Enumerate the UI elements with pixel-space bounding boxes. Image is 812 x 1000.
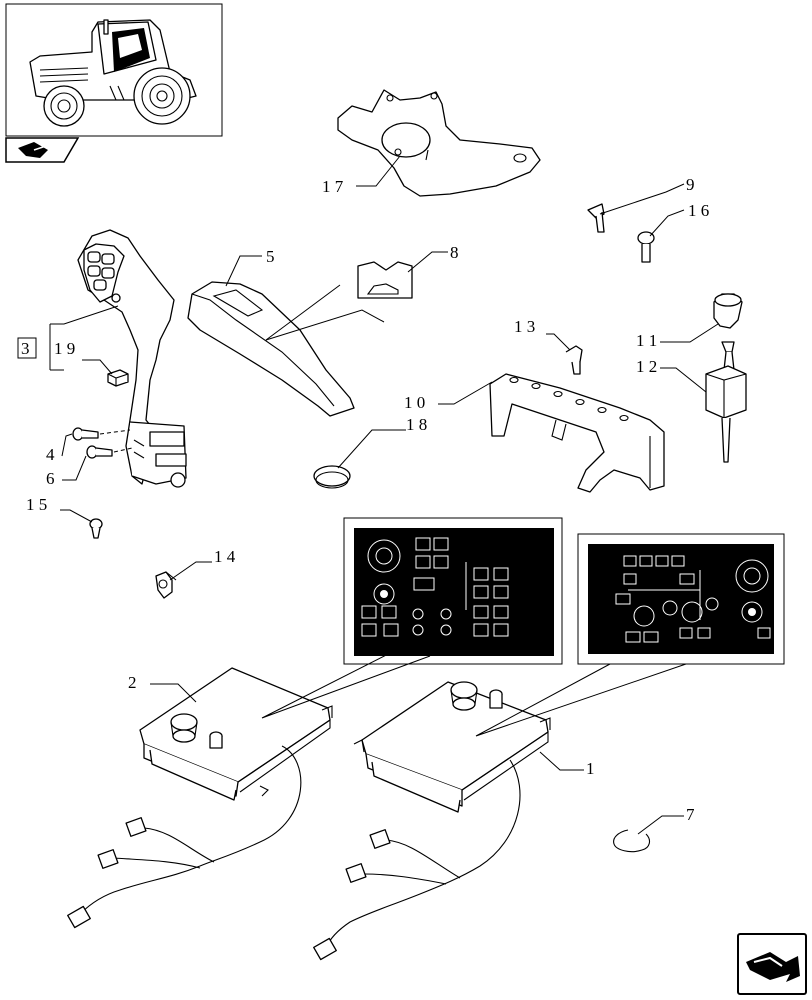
label-18: 1 8 [406,415,427,434]
part-7-ring [613,829,651,853]
label-1: 1 [586,759,595,778]
label-15: 1 5 [26,495,47,514]
part-13-pin [565,345,583,375]
part-2-control-box [139,667,333,801]
label-5: 5 [266,247,275,266]
part-8-decal [357,261,413,299]
part-14-clip [155,571,177,599]
label-11: 1 1 [636,331,657,350]
leader-lines [49,155,719,835]
part-10-frame [489,373,665,493]
part-6-screw [86,445,133,459]
label-16: 1 6 [688,201,709,220]
part-labels: 1 7 9 1 6 5 8 3 1 9 1 3 1 1 1 2 1 0 1 8 … [17,175,709,824]
label-2: 2 [128,673,137,692]
label-7: 7 [686,805,695,824]
label-4: 4 [46,445,55,464]
part-1-control-box [353,681,551,813]
label-12: 1 2 [636,357,657,376]
part-5-cover [187,281,385,417]
label-8: 8 [450,243,459,262]
label-6: 6 [46,469,55,488]
part-1-harness [313,759,521,961]
label-3-box [17,337,37,359]
part-17-bracket [337,89,541,197]
right-panel-inset [577,533,785,665]
thumbnail-frame [5,3,223,137]
part-16-bolt [637,231,655,263]
part-4-screw [72,427,131,441]
tractor-cab-thumbnail-icon [29,19,197,127]
part-15-screw [89,518,103,539]
next-page-arrow-icon[interactable] [737,933,807,995]
part-2-harness [67,745,302,929]
part-11-knob [713,293,743,329]
label-14: 1 4 [214,547,236,566]
label-3: 3 [21,339,30,358]
label-10: 1 0 [404,393,425,412]
label-9: 9 [686,175,695,194]
part-12-switch [705,341,747,463]
label-13: 1 3 [514,317,535,336]
part-19-block [107,369,129,387]
part-3-joystick [77,229,187,488]
left-panel-inset [343,517,563,665]
label-17: 1 7 [322,177,344,196]
section-nav-icon[interactable] [5,137,80,163]
part-18-grommet [313,465,351,489]
part-9-screw [587,203,605,233]
label-19: 1 9 [54,339,75,358]
